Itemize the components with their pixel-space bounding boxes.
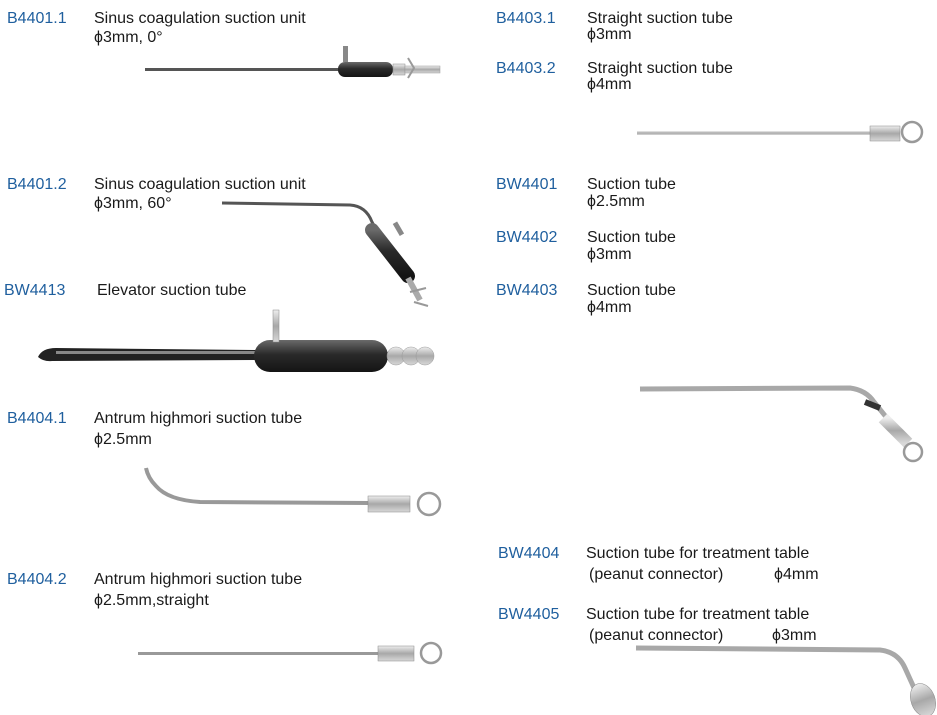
product-name: Straight suction tube <box>587 60 733 77</box>
product-spec: ϕ4mm <box>587 299 632 316</box>
product-size: ϕ3mm <box>772 627 817 644</box>
product-name: Sinus coagulation suction unit <box>94 10 306 27</box>
product-code: B4401.2 <box>7 176 67 193</box>
product-code: B4403.2 <box>496 60 556 77</box>
product-name: Sinus coagulation suction unit <box>94 176 306 193</box>
sinus-coagulation-unit-60deg-image <box>221 201 429 307</box>
product-code: BW4405 <box>498 606 560 623</box>
product-name: Straight suction tube <box>587 10 733 27</box>
product-name: Suction tube <box>587 282 676 299</box>
product-name: Suction tube for treatment table <box>586 545 810 562</box>
product-name: Suction tube <box>587 229 676 246</box>
antrum-highmori-tube-image <box>144 467 442 517</box>
product-name: Suction tube <box>587 176 676 193</box>
product-spec: ϕ3mm <box>587 26 632 43</box>
elevator-suction-tube-image <box>38 309 435 372</box>
product-size: ϕ4mm <box>774 566 819 583</box>
product-code: BW4404 <box>498 545 560 562</box>
product-code: BW4401 <box>496 176 558 193</box>
product-spec: ϕ4mm <box>587 76 632 93</box>
product-spec: ϕ2.5mm <box>587 193 645 210</box>
product-name: Antrum highmori suction tube <box>94 571 303 588</box>
product-code: BW4413 <box>4 282 66 299</box>
treatment-table-tube-image <box>635 645 936 715</box>
product-name: Suction tube for treatment table <box>586 606 810 623</box>
product-spec: ϕ2.5mm <box>94 431 152 448</box>
product-spec: ϕ3mm, 0° <box>94 29 163 46</box>
product-spec: (peanut connector) <box>589 566 724 583</box>
antrum-highmori-straight-image <box>138 641 443 665</box>
product-code: B4401.1 <box>7 10 67 27</box>
product-name: Elevator suction tube <box>97 282 247 299</box>
product-code: B4404.2 <box>7 571 67 588</box>
product-spec: ϕ2.5mm,straight <box>94 592 209 609</box>
product-code: BW4403 <box>496 282 558 299</box>
product-code: B4404.1 <box>7 410 67 427</box>
straight-suction-tube-image <box>637 120 924 144</box>
product-name: Antrum highmori suction tube <box>94 410 303 427</box>
product-spec: (peanut connector) <box>589 627 724 644</box>
product-code: B4403.1 <box>496 10 556 27</box>
product-code: BW4402 <box>496 229 558 246</box>
sinus-coagulation-unit-0deg-image <box>145 46 441 79</box>
product-spec: ϕ3mm <box>587 246 632 263</box>
product-spec: ϕ3mm, 60° <box>94 195 172 212</box>
suction-tube-angled-image <box>639 385 924 463</box>
